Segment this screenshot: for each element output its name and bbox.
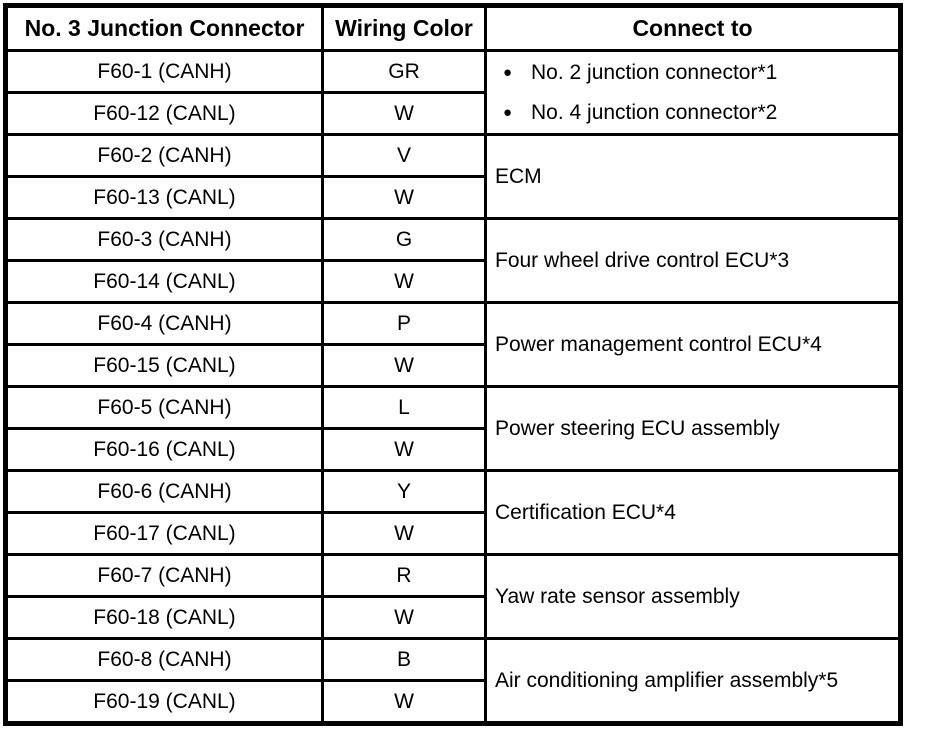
pin-cell: F60-16 (CANL): [4, 427, 324, 472]
table-row: F60-12 (CANL) W: [4, 91, 901, 136]
list-item: ● No. 2 junction connector*1: [503, 54, 898, 93]
pin-cell: F60-4 (CANH): [4, 301, 324, 346]
connect-to-cell: Yaw rate sensor assembly: [484, 553, 902, 640]
wiring-color-cell: W: [321, 511, 487, 556]
table-row: F60-6 (CANH) Y Certification ECU*4: [4, 469, 902, 556]
pin-cell: F60-15 (CANL): [4, 343, 324, 388]
table-row: F60-18 (CANL) W: [4, 595, 901, 640]
table-row: F60-7 (CANH) R Yaw rate sensor assembly: [4, 553, 902, 640]
table-row: F60-8 (CANH) B Air conditioning amplifie…: [4, 637, 902, 725]
table-row: F60-4 (CANH) P Power management control …: [4, 301, 902, 388]
connect-to-cell: Four wheel drive control ECU*3: [484, 217, 902, 304]
table-row: F60-2 (CANH) V ECM: [4, 133, 902, 220]
pin-cell: F60-8 (CANH): [4, 637, 324, 682]
pin-cell: F60-3 (CANH): [4, 217, 324, 262]
wiring-color-cell: B: [321, 637, 487, 682]
wiring-color-cell: P: [321, 301, 487, 346]
table-row: F60-1 (CANH) GR ● No. 2 junction connect…: [4, 49, 902, 136]
table-row: F60-15 (CANL) W: [4, 343, 901, 388]
table-row: F60-13 (CANL) W: [4, 175, 901, 220]
pin-cell: F60-5 (CANH): [4, 385, 324, 430]
pin-cell: F60-2 (CANH): [4, 133, 324, 178]
pin-cell: F60-7 (CANH): [4, 553, 324, 598]
wiring-color-cell: L: [321, 385, 487, 430]
pin-cell: F60-6 (CANH): [4, 469, 324, 514]
pin-cell: F60-18 (CANL): [4, 595, 324, 640]
wiring-color-cell: W: [321, 259, 487, 304]
pin-cell: F60-12 (CANL): [4, 91, 324, 136]
wiring-color-cell: W: [321, 91, 487, 136]
wiring-color-cell: GR: [321, 49, 487, 94]
pin-cell: F60-17 (CANL): [4, 511, 324, 556]
wiring-color-cell: W: [321, 679, 487, 725]
bullet-icon: ●: [503, 104, 513, 121]
connect-to-cell: ● No. 2 junction connector*1 ● No. 4 jun…: [484, 49, 902, 136]
wiring-color-cell: Y: [321, 469, 487, 514]
wiring-color-cell: G: [321, 217, 487, 262]
wiring-color-cell: W: [321, 175, 487, 220]
pin-cell: F60-13 (CANL): [4, 175, 324, 220]
pin-cell: F60-1 (CANH): [4, 49, 324, 94]
connect-to-text: No. 4 junction connector*2: [531, 100, 778, 124]
wiring-color-cell: V: [321, 133, 487, 178]
table-row: F60-5 (CANH) L Power steering ECU assemb…: [4, 385, 902, 472]
pin-cell: F60-19 (CANL): [4, 679, 324, 725]
table-row: F60-14 (CANL) W: [4, 259, 901, 304]
table-row: F60-3 (CANH) G Four wheel drive control …: [4, 217, 902, 304]
connect-to-cell: Power steering ECU assembly: [484, 385, 902, 472]
wiring-color-cell: W: [321, 427, 487, 472]
junction-connector-wiring-table: No. 3 Junction Connector Wiring Color Co…: [3, 3, 903, 726]
connect-to-text: No. 2 junction connector*1: [531, 60, 778, 84]
table-row: F60-17 (CANL) W: [4, 511, 901, 556]
wiring-color-cell: W: [321, 595, 487, 640]
connect-to-cell: ECM: [484, 133, 902, 220]
column-header-connect-to: Connect to: [484, 4, 902, 52]
connect-to-cell: Air conditioning amplifier assembly*5: [484, 637, 902, 725]
table-row: F60-16 (CANL) W: [4, 427, 901, 472]
pin-cell: F60-14 (CANL): [4, 259, 324, 304]
column-header-wiring-color: Wiring Color: [321, 4, 487, 52]
table-row: F60-19 (CANL) W: [4, 679, 901, 725]
bullet-icon: ●: [503, 64, 513, 81]
connect-to-cell: Power management control ECU*4: [484, 301, 902, 388]
wiring-color-cell: R: [321, 553, 487, 598]
connect-to-cell: Certification ECU*4: [484, 469, 902, 556]
column-header-connector: No. 3 Junction Connector: [4, 4, 324, 52]
list-item: ● No. 4 junction connector*2: [503, 93, 898, 132]
wiring-color-cell: W: [321, 343, 487, 388]
header-row: No. 3 Junction Connector Wiring Color Co…: [4, 4, 902, 52]
